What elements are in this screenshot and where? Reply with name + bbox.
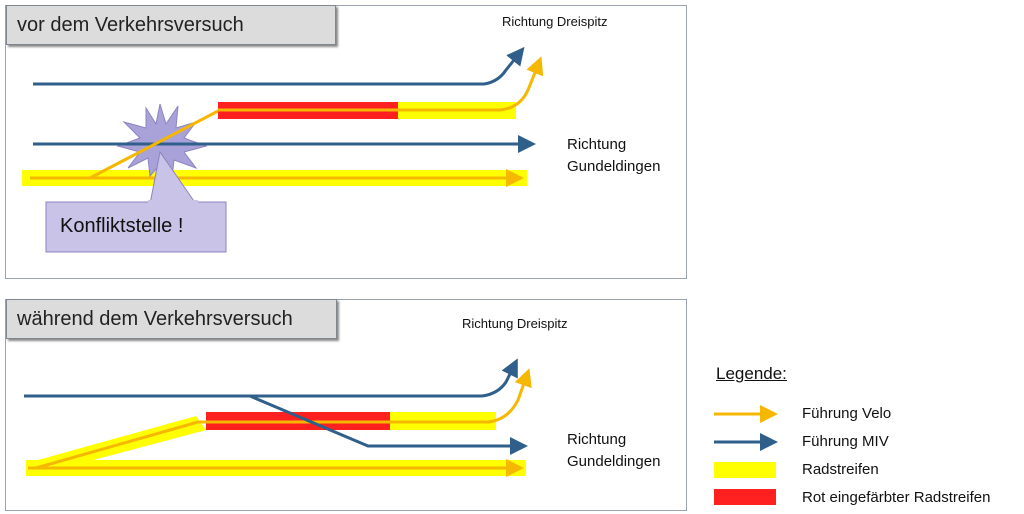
during-scene bbox=[24, 358, 532, 477]
during-label-gundeldingen-2: Gundeldingen bbox=[567, 453, 661, 470]
before-label-gundeldingen-1: Richtung bbox=[567, 136, 627, 153]
velo-diagonal-2 bbox=[35, 368, 532, 470]
velo-diagonal bbox=[89, 108, 221, 180]
before-label-dreispitz: Richtung Dreispitz bbox=[502, 14, 608, 29]
before-scene bbox=[22, 46, 544, 253]
legend-item-radstreifen: Radstreifen bbox=[802, 461, 879, 478]
legend-rot-bar bbox=[714, 489, 776, 505]
legend-symbols bbox=[714, 405, 778, 505]
radstreifen-diagonal bbox=[26, 416, 206, 470]
legend-item-velo: Führung Velo bbox=[802, 405, 892, 422]
legend-item-miv: Führung MIV bbox=[802, 433, 889, 450]
miv-path-top bbox=[33, 46, 525, 86]
before-label-gundeldingen-2: Gundeldingen bbox=[567, 158, 661, 175]
legend-radstreifen-bar bbox=[714, 462, 776, 478]
legend-item-rot: Rot eingefärbter Radstreifen bbox=[802, 489, 991, 506]
conflict-callout-box bbox=[45, 201, 227, 253]
miv-path-top-2 bbox=[24, 358, 518, 398]
velo-path-upper bbox=[218, 56, 544, 112]
panel-during-title: während dem Verkehrsversuch bbox=[6, 299, 337, 339]
panel-before-title: vor dem Verkehrsversuch bbox=[6, 5, 336, 45]
conflict-label: Konfliktstelle ! bbox=[60, 215, 184, 237]
legend-title: Legende: bbox=[716, 364, 787, 383]
miv-path-diagonal-2 bbox=[249, 394, 528, 455]
during-label-gundeldingen-1: Richtung bbox=[567, 431, 627, 448]
during-label-dreispitz: Richtung Dreispitz bbox=[462, 316, 568, 331]
